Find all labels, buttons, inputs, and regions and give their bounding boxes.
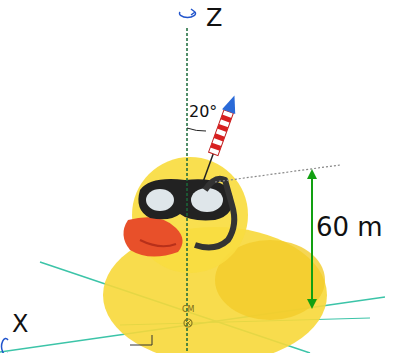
dimension-label: 60 m [316, 214, 383, 240]
axis-label: X [12, 312, 28, 336]
point-label: CM [182, 306, 195, 314]
angle-label: 20° [189, 104, 217, 120]
axis-label: Z [206, 6, 222, 30]
